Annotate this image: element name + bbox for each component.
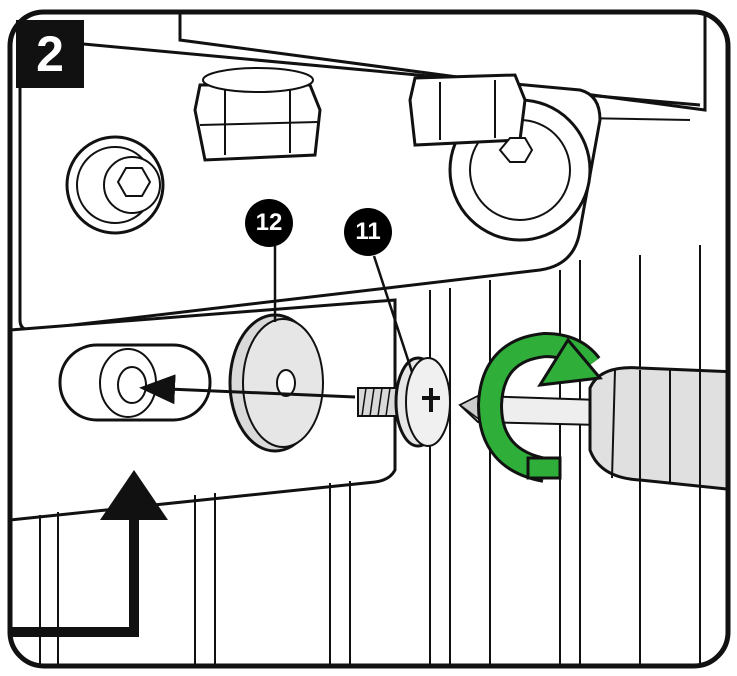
hex-bolt-left (65, 135, 165, 235)
slotted-plate (10, 298, 397, 522)
panel-border (7, 9, 731, 669)
top-bracket (178, 12, 707, 112)
callout-badge-washer: 12 (245, 199, 293, 247)
screw-part (357, 356, 451, 448)
screwdriver (458, 366, 728, 492)
pointer-arrow-icon (10, 470, 168, 637)
insert-direction-arrow-icon (139, 374, 356, 405)
step-number-badge: 2 (16, 20, 84, 88)
callout-11-leader (372, 255, 414, 373)
hex-nut-right (408, 73, 592, 242)
mounting-slot (58, 343, 212, 422)
rotate-clockwise-arrow-icon (476, 331, 603, 483)
hex-nut-center (193, 67, 322, 162)
washer-part (228, 313, 324, 453)
callout-badge-screw: 11 (344, 208, 392, 256)
